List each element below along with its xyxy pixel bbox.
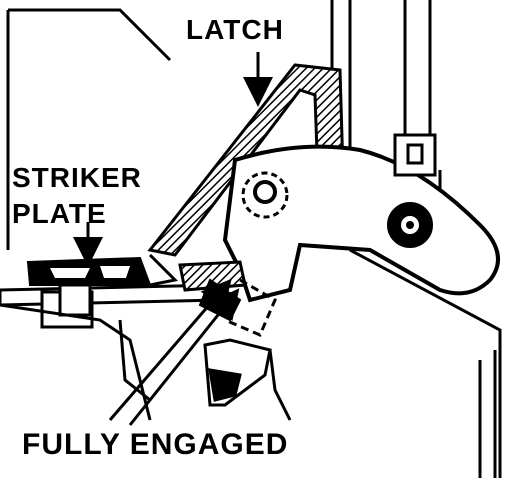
striker-label-line2: PLATE bbox=[12, 198, 107, 229]
striker-label-line1: STRIKER bbox=[12, 162, 142, 193]
door-lower-frame bbox=[0, 303, 497, 478]
engaged-arrow-1 bbox=[108, 278, 232, 421]
latch-label: LATCH bbox=[186, 14, 284, 45]
striker-bar bbox=[178, 260, 247, 322]
engaged-arrow-2 bbox=[128, 288, 240, 426]
latch-body bbox=[222, 144, 500, 303]
door-frame bbox=[6, 0, 502, 478]
latch-detent bbox=[203, 278, 277, 407]
fully-engaged-label: FULLY ENGAGED bbox=[22, 428, 289, 461]
leader-lines bbox=[73, 52, 273, 426]
striker-plate-label: STRIKER PLATE bbox=[12, 160, 142, 232]
mount-bracket bbox=[393, 133, 437, 177]
